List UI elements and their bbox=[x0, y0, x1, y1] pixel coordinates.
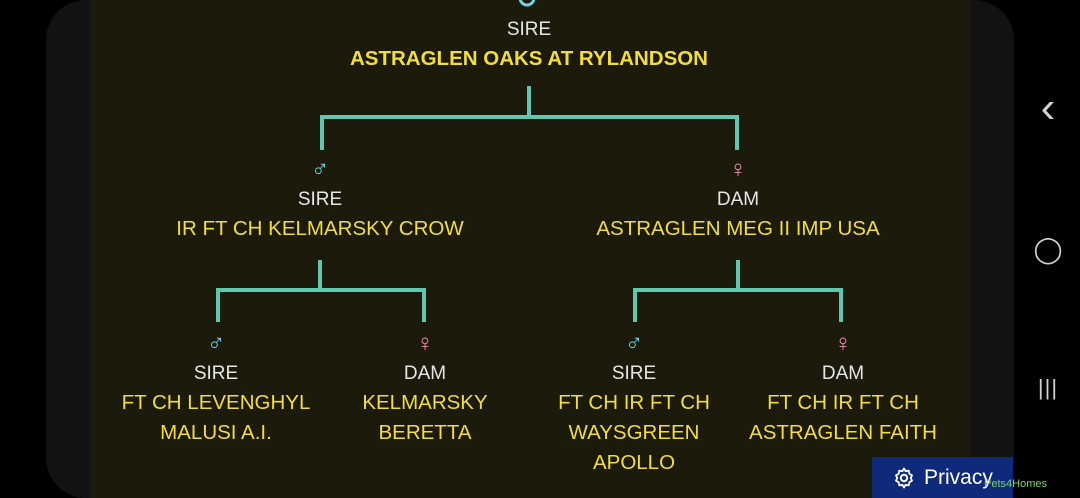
pedigree-panel bbox=[90, 0, 970, 498]
node-sd-dam[interactable]: ♀ DAM FT CH IR FT CH ASTRAGLEN FAITH bbox=[713, 332, 973, 448]
female-icon: ♀ bbox=[729, 156, 747, 183]
female-icon: ♀ bbox=[416, 330, 434, 357]
dog-name[interactable]: ASTRAGLEN OAKS AT RYLANDSON bbox=[350, 47, 708, 70]
node-ss-dam[interactable]: ♀ DAM KELMARSKY BERETTA bbox=[295, 332, 555, 448]
female-icon: ♀ bbox=[834, 330, 852, 357]
male-icon: ♂ bbox=[311, 156, 329, 183]
node-sire-sire[interactable]: ♂ SIRE IR FT CH KELMARSKY CROW bbox=[176, 156, 463, 244]
node-sire-dam[interactable]: ♀ DAM ASTRAGLEN MEG II IMP USA bbox=[596, 156, 879, 244]
dog-name-line[interactable]: BERETTA bbox=[378, 421, 472, 444]
dog-name-line[interactable]: ASTRAGLEN FAITH bbox=[749, 421, 937, 444]
role-label: SIRE bbox=[297, 189, 343, 210]
privacy-button[interactable]: Privacy bbox=[872, 457, 1013, 498]
dog-name-line[interactable]: FT CH LEVENGHYL bbox=[121, 391, 311, 414]
dog-name-line[interactable]: FT CH IR FT CH bbox=[558, 391, 710, 414]
nav-recents-button[interactable]: ||| bbox=[1037, 375, 1059, 400]
dog-name-line[interactable]: APOLLO bbox=[592, 451, 676, 474]
nav-home-button[interactable]: ◯ bbox=[1033, 234, 1063, 264]
dog-name[interactable]: IR FT CH KELMARSKY CROW bbox=[176, 217, 464, 240]
node-sd-sire[interactable]: ♂ SIRE FT CH IR FT CH WAYSGREEN APOLLO bbox=[504, 332, 764, 478]
role-label: SIRE bbox=[506, 19, 552, 40]
nav-back-button[interactable]: ‹ bbox=[1040, 83, 1056, 132]
privacy-label: Privacy bbox=[924, 465, 993, 489]
male-icon: ♂ bbox=[625, 330, 643, 357]
male-icon: ♂ bbox=[207, 330, 225, 357]
dog-name-line[interactable]: KELMARSKY bbox=[362, 391, 488, 414]
role-label: DAM bbox=[403, 363, 447, 384]
dog-name-line[interactable]: FT CH IR FT CH bbox=[767, 391, 919, 414]
dog-name[interactable]: ASTRAGLEN MEG II IMP USA bbox=[596, 217, 880, 240]
role-label: SIRE bbox=[193, 363, 239, 384]
role-label: DAM bbox=[821, 363, 865, 384]
dog-name-line[interactable]: MALUSI A.I. bbox=[160, 421, 272, 444]
node-sire[interactable]: SIRE ASTRAGLEN OAKS AT RYLANDSON bbox=[350, 14, 708, 74]
role-label: SIRE bbox=[611, 363, 657, 384]
dog-name-line[interactable]: WAYSGREEN bbox=[568, 421, 700, 444]
role-label: DAM bbox=[716, 189, 760, 210]
node-ss-sire[interactable]: ♂ SIRE FT CH LEVENGHYL MALUSI A.I. bbox=[86, 332, 346, 448]
brand-label: Pets4Homes bbox=[984, 478, 1047, 490]
gear-icon bbox=[892, 466, 916, 490]
